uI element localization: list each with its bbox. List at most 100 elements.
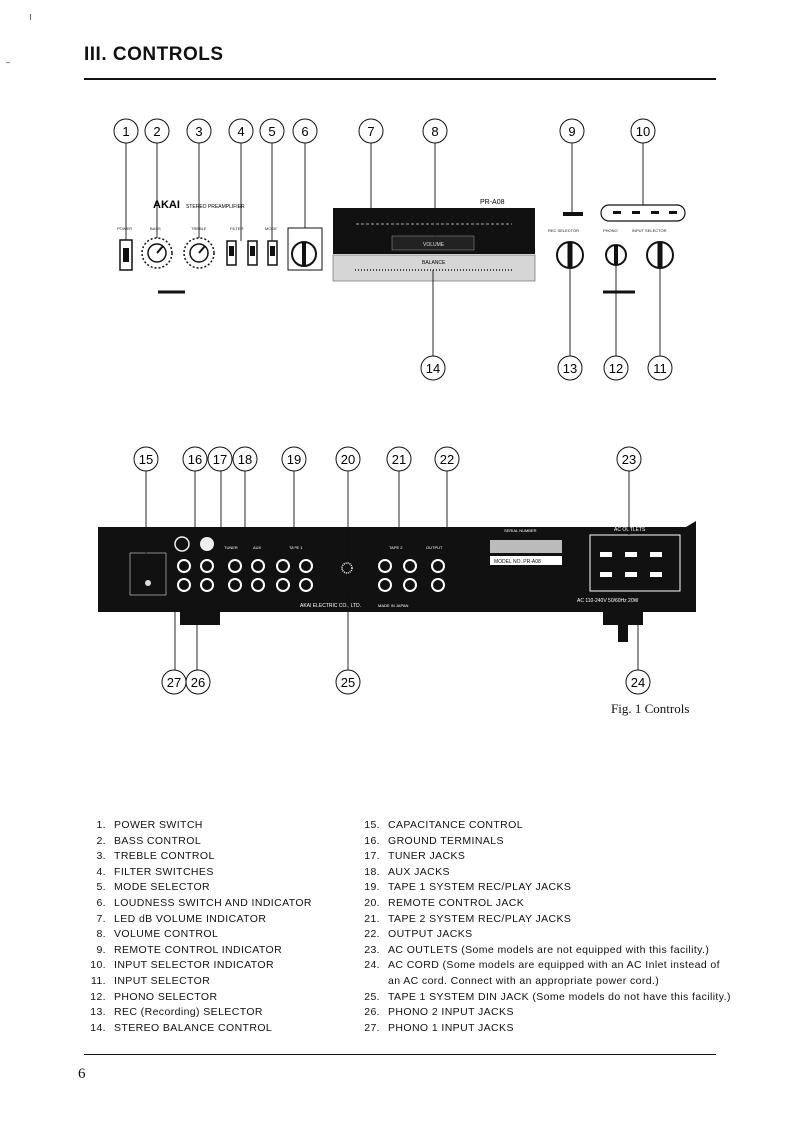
item-label: LOUDNESS SWITCH AND INDICATOR: [114, 896, 312, 909]
item-number: 15.: [364, 819, 380, 831]
item-label: PHONO SELECTOR: [114, 990, 218, 1003]
callout: 22: [440, 452, 454, 467]
item-number: 19.: [364, 881, 380, 894]
balance-label: BALANCE: [422, 260, 446, 266]
svg-text:AUX: AUX: [253, 545, 262, 550]
item-number: 18.: [364, 865, 380, 878]
item-number: 20.: [364, 896, 380, 909]
item-label: REC (Recording) SELECTOR: [114, 1006, 263, 1019]
callout: 10: [636, 124, 650, 139]
callout: 27: [167, 675, 181, 690]
item-number: 11.: [90, 974, 106, 987]
model-label: MODEL NO. PR-A08: [494, 559, 541, 565]
callout: 7: [367, 124, 374, 139]
list-item: 23. AC OUTLETS (Some models are not equip…: [350, 943, 720, 959]
list-item: 25.TAPE 1 SYSTEM DIN JACK (Some models d…: [350, 990, 730, 1006]
item-label: GROUND TERMINALS: [388, 834, 504, 847]
margin-mark: [6, 62, 10, 63]
item-number: 24.: [364, 959, 380, 972]
svg-text:BASS: BASS: [150, 226, 161, 231]
item-label: LED dB VOLUME INDICATOR: [114, 912, 267, 925]
callout: 23: [622, 452, 636, 467]
callout: 24: [631, 675, 645, 690]
list-item: 27.PHONO 1 INPUT JACKS: [350, 1021, 720, 1037]
list-item: 2. BASS CONTROL: [76, 834, 346, 850]
item-number: 16.: [364, 834, 380, 847]
svg-text:MODE: MODE: [265, 226, 277, 231]
item-number: 6.: [96, 896, 106, 909]
ac-outlets-label: AC OUTLETS: [614, 527, 646, 533]
item-label: STEREO BALANCE CONTROL: [114, 1021, 273, 1034]
item-label: OUTPUT JACKS: [388, 928, 473, 941]
list-item: 16. GROUND TERMINALS: [350, 834, 720, 850]
callout: 5: [268, 124, 275, 139]
list-item: an AC cord. Connect with an appropriate …: [350, 974, 720, 990]
item-number: 21.: [364, 912, 380, 925]
figure-caption: Fig. 1 Controls: [611, 701, 690, 716]
item-label: TUNER JACKS: [388, 850, 466, 863]
item-number: 3.: [96, 850, 106, 863]
item-label: CAPACITANCE CONTROL: [388, 819, 523, 831]
list-item: 4.FILTER SWITCHES: [76, 865, 346, 881]
item-number: 14.: [90, 1021, 106, 1034]
callout: 16: [188, 452, 202, 467]
item-label: TREBLE CONTROL: [114, 850, 215, 863]
svg-text:TAPE 1: TAPE 1: [289, 545, 303, 550]
callout: 1: [122, 124, 129, 139]
callout: 6: [301, 124, 308, 139]
title-rule: [84, 78, 716, 80]
callout: 12: [609, 361, 623, 376]
made-in: MADE IN JAPAN: [378, 603, 408, 608]
item-number: 17.: [364, 850, 380, 863]
item-number: 22.: [364, 928, 380, 941]
footer-rule: [84, 1054, 716, 1055]
callout: 11: [653, 361, 667, 376]
list-item: 6. LOUDNESS SWITCH AND INDICATOR: [76, 896, 346, 912]
list-item: 15. CAPACITANCE CONTROL: [350, 818, 720, 834]
list-item: 20. REMOTE CONTROL JACK: [350, 896, 720, 912]
item-label: MODE SELECTOR: [114, 881, 211, 894]
callout: 26: [191, 675, 205, 690]
serial-label: SERIAL NUMBER: [504, 528, 537, 533]
item-label: BASS CONTROL: [114, 834, 202, 847]
list-item: 10.INPUT SELECTOR INDICATOR: [76, 958, 346, 974]
callout: 25: [341, 675, 355, 690]
item-number: 12.: [90, 990, 106, 1003]
item-number: 8.: [96, 928, 106, 941]
item-label: VOLUME CONTROL: [114, 928, 219, 941]
item-label: PHONO 1 INPUT JACKS: [388, 1021, 514, 1034]
list-item: 7. LED dB VOLUME INDICATOR: [76, 912, 346, 928]
list-item: 3. TREBLE CONTROL: [76, 849, 346, 865]
item-label: REMOTE CONTROL JACK: [388, 896, 525, 909]
power-rating: AC 110-240V 50/60Hz 20W: [577, 598, 639, 604]
item-number: 25.: [364, 990, 380, 1003]
list-item: 17. TUNER JACKS: [350, 849, 720, 865]
callout: 8: [431, 124, 438, 139]
svg-text:TAPE 2: TAPE 2: [389, 545, 403, 550]
list-item: 26.PHONO 2 INPUT JACKS: [350, 1005, 720, 1021]
svg-text:TUNER: TUNER: [224, 545, 238, 550]
item-label: AC OUTLETS (Some models are not equipped…: [388, 943, 710, 956]
list-item: 11.INPUT SELECTOR: [76, 974, 346, 990]
section-title: III. CONTROLS: [84, 44, 224, 65]
page-number: 6: [78, 1066, 86, 1082]
front-panel: AKAI STEREO PREAMPLIFIER PR-A08 VOLUME: [108, 182, 686, 294]
front-brand: AKAI: [153, 199, 180, 211]
list-item: 24.AC CORD (Some models are equipped wit…: [350, 958, 720, 974]
callout: 13: [563, 361, 577, 376]
item-number: 2.: [96, 834, 106, 847]
callout: 9: [568, 124, 575, 139]
item-number: 7.: [96, 912, 106, 925]
item-number: 23.: [364, 943, 380, 956]
svg-text:VOLUME: VOLUME: [423, 242, 445, 248]
item-label: POWER SWITCH: [114, 819, 203, 831]
callout: 2: [153, 124, 160, 139]
callout: 19: [287, 452, 301, 467]
item-number: 13.: [90, 1006, 106, 1019]
item-label: TAPE 2 SYSTEM REC/PLAY JACKS: [388, 912, 572, 925]
callout: 17: [213, 452, 227, 467]
item-label: INPUT SELECTOR INDICATOR: [114, 959, 274, 972]
list-item: 14. STEREO BALANCE CONTROL: [76, 1021, 346, 1037]
list-item: 13. REC (Recording) SELECTOR: [76, 1005, 346, 1021]
